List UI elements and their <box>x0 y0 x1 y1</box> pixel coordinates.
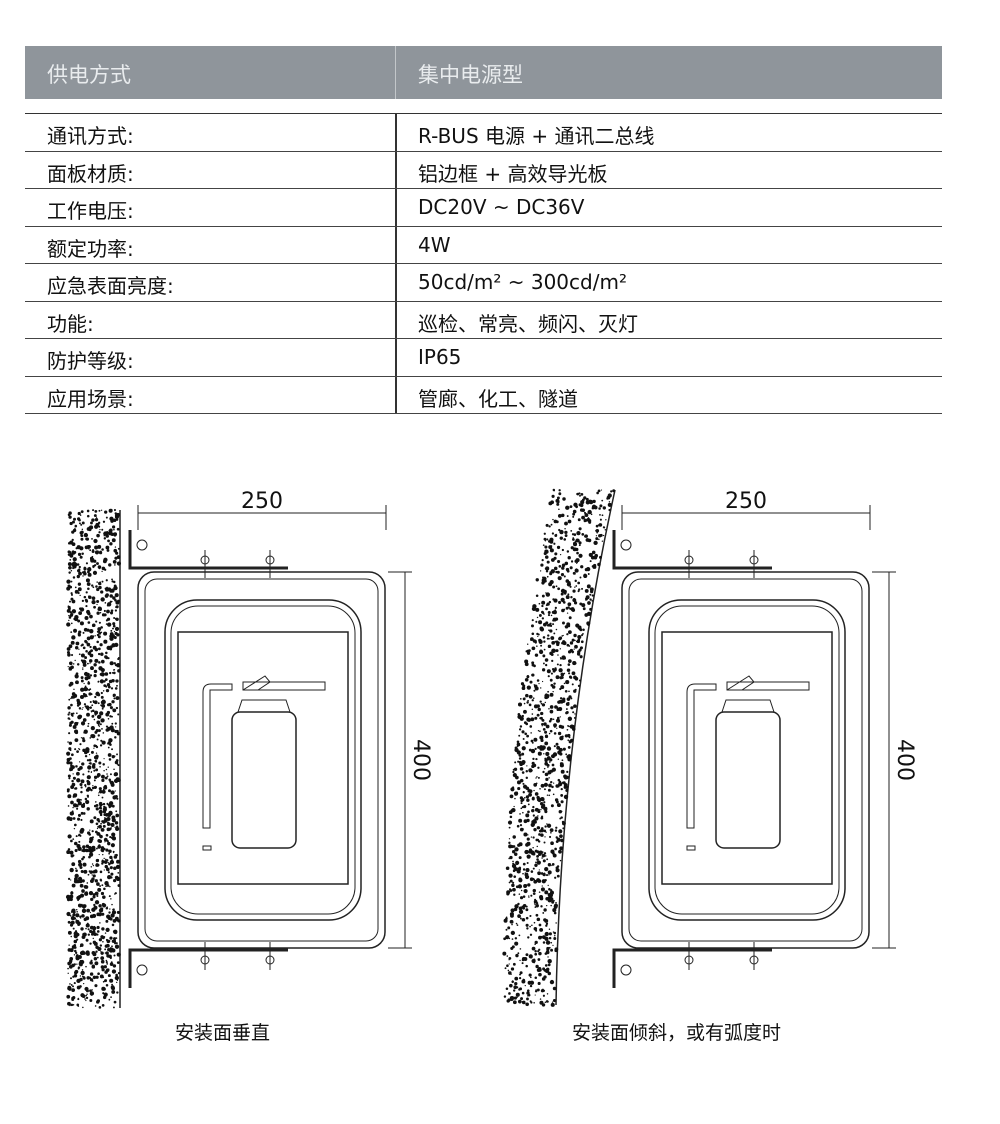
spec-value: 4W <box>418 232 451 257</box>
height-dimension: 400 <box>892 739 917 781</box>
vertical-wall <box>65 508 122 1009</box>
spec-value: 巡检、常亮、频闪、灭灯 <box>418 311 638 336</box>
header-key: 供电方式 <box>47 63 131 87</box>
header-value: 集中电源型 <box>418 63 523 87</box>
spec-key: 应急表面亮度: <box>47 274 174 298</box>
spec-value: R-BUS 电源 + 通讯二总线 <box>418 124 655 148</box>
caption-inclined: 安装面倾斜，或有弧度时 <box>572 1022 782 1044</box>
width-dimension: 250 <box>725 489 767 514</box>
spec-row: 通讯方式: R-BUS 电源 + 通讯二总线 <box>25 114 942 152</box>
spec-key: 面板材质: <box>47 161 134 186</box>
spec-row: 应急表面亮度: 50cd/m² ~ 300cd/m² <box>25 264 942 302</box>
table-header: 供电方式 集中电源型 <box>25 46 942 99</box>
spec-key: 防护等级: <box>47 349 134 373</box>
spec-row: 防护等级: IP65 <box>25 339 942 377</box>
spec-key: 额定功率: <box>47 236 134 261</box>
spec-value: 铝边框 + 高效导光板 <box>418 161 608 186</box>
spec-row: 面板材质: 铝边框 + 高效导光板 <box>25 151 942 189</box>
spec-key: 工作电压: <box>47 199 134 223</box>
width-dimension: 250 <box>241 489 283 514</box>
column-divider <box>395 114 397 151</box>
spec-row: 额定功率: 4W <box>25 226 942 264</box>
spec-value: IP65 <box>418 345 462 369</box>
spec-row: 功能: 巡检、常亮、频闪、灭灯 <box>25 301 942 339</box>
height-dimension: 400 <box>408 739 433 781</box>
spec-row: 应用场景: 管廊、化工、隧道 <box>25 376 942 414</box>
column-divider <box>395 151 397 188</box>
column-divider <box>395 376 397 413</box>
lamp-drawing-inclined <box>612 503 898 990</box>
spec-value: DC20V ~ DC36V <box>418 195 585 219</box>
column-divider <box>395 339 397 376</box>
spec-value: 50cd/m² ~ 300cd/m² <box>418 270 627 294</box>
spec-key: 应用场景: <box>47 386 134 411</box>
column-divider <box>395 301 397 338</box>
spec-table: 通讯方式: R-BUS 电源 + 通讯二总线面板材质: 铝边框 + 高效导光板工作电… <box>25 113 942 414</box>
spec-value: 管廊、化工、隧道 <box>418 386 578 411</box>
spec-key: 功能: <box>47 311 94 336</box>
column-divider <box>395 46 396 99</box>
column-divider <box>395 226 397 263</box>
spec-row: 工作电压: DC20V ~ DC36V <box>25 189 942 227</box>
inclined-wall <box>502 488 616 1007</box>
lamp-drawing-vertical <box>128 503 414 990</box>
spec-key: 通讯方式: <box>47 124 134 148</box>
column-divider <box>395 189 397 226</box>
caption-vertical: 安装面垂直 <box>175 1022 271 1044</box>
column-divider <box>395 264 397 301</box>
